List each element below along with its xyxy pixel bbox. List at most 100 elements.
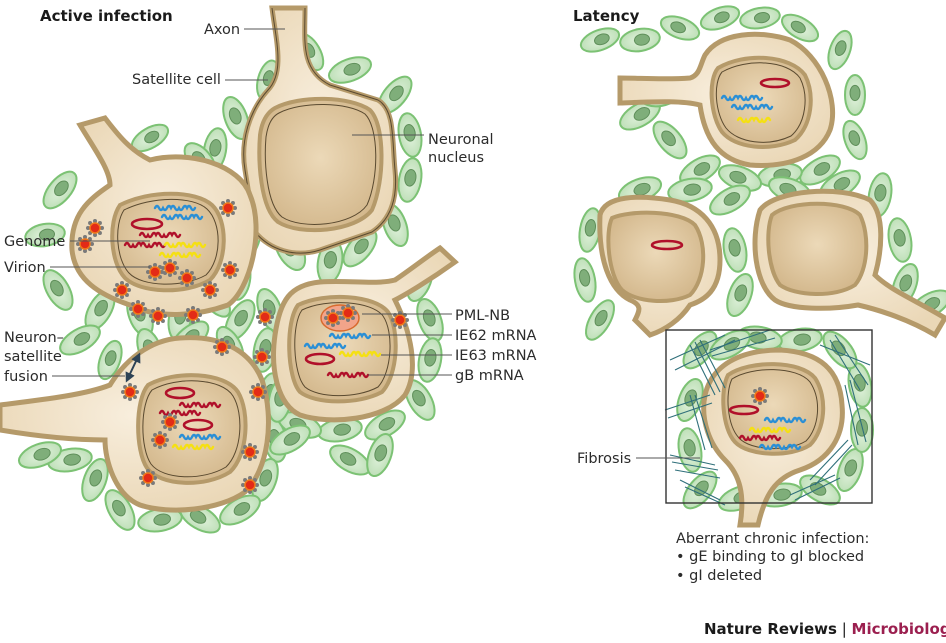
aberrant-item: • gI deleted xyxy=(676,568,762,584)
satellite-cell xyxy=(652,120,688,160)
fibrosis-fibre xyxy=(819,344,871,366)
satellite-cell xyxy=(42,269,74,311)
latent-neuron-middle-left xyxy=(597,194,723,338)
ie63-mrna xyxy=(171,443,215,451)
satellite-cell xyxy=(364,409,406,441)
virion xyxy=(139,469,157,487)
satellite-cell xyxy=(130,123,170,153)
satellite-cell xyxy=(822,330,858,370)
satellite-cell xyxy=(342,228,378,268)
virion xyxy=(184,306,202,324)
satellite-cell xyxy=(416,297,444,343)
ie62-mrna xyxy=(763,416,807,424)
fibrosis-fibre xyxy=(794,477,841,501)
genome-ring xyxy=(304,352,336,366)
ie63-mrna xyxy=(736,116,772,124)
satellite-cell xyxy=(366,432,394,478)
satellite-cell xyxy=(104,489,136,531)
gb-mrna xyxy=(158,409,202,417)
fibrosis-fibre xyxy=(809,439,849,481)
gb-mrna xyxy=(123,241,167,249)
ie62-mrna xyxy=(720,94,764,102)
satellite-cell xyxy=(709,184,751,216)
fibrosis-fibre xyxy=(829,339,861,391)
label-fusion-3: fusion xyxy=(4,369,48,385)
title-active-infection: Active infection xyxy=(40,7,173,25)
label-ie62-mrna: IE62 mRNA xyxy=(455,328,537,344)
satellite-cell xyxy=(59,324,101,356)
genome-ring xyxy=(728,404,760,416)
virion xyxy=(121,383,139,401)
satellite-cell xyxy=(699,5,741,31)
label-pml-nb: PML-NB xyxy=(455,308,510,324)
satellite-cell xyxy=(887,217,913,263)
virion xyxy=(201,281,219,299)
ie62-mrna xyxy=(758,443,802,451)
virion xyxy=(213,338,231,356)
label-neuronal-nucleus-2: nucleus xyxy=(428,150,484,166)
satellite-cell xyxy=(224,299,256,341)
title-latency: Latency xyxy=(573,7,640,25)
fibrosis-fibre xyxy=(849,379,867,443)
satellite-cell xyxy=(799,154,841,186)
ie62-mrna xyxy=(153,204,197,212)
satellite-cell xyxy=(84,289,116,331)
virion xyxy=(151,431,169,449)
satellite-cell xyxy=(836,447,864,493)
satellite-cell xyxy=(17,441,63,469)
fibrosis-fibre xyxy=(671,461,719,471)
aberrant-title: Aberrant chronic infection: xyxy=(676,531,869,547)
ie63-mrna xyxy=(748,426,792,434)
ie63-mrna xyxy=(163,241,207,249)
label-axon: Axon xyxy=(204,22,240,38)
virion xyxy=(86,219,104,237)
satellite-cell xyxy=(827,29,853,71)
label-fusion-2: satellite xyxy=(4,349,62,365)
virion xyxy=(129,300,147,318)
satellite-cell xyxy=(222,95,250,141)
gb-mrna xyxy=(138,231,182,239)
fibrosis-fibre xyxy=(667,402,713,419)
label-virion: Virion xyxy=(4,260,46,276)
footer-section: Microbiology xyxy=(852,620,946,638)
satellite-cell xyxy=(585,299,615,341)
virion xyxy=(178,269,196,287)
satellite-cell xyxy=(717,164,763,192)
footer-separator: | xyxy=(837,620,852,638)
virion xyxy=(339,304,357,322)
label-satellite-cell: Satellite cell xyxy=(132,72,221,88)
neuronal-nucleus xyxy=(257,96,384,233)
virion xyxy=(219,199,237,217)
virion xyxy=(241,476,259,494)
virion xyxy=(161,259,179,277)
satellite-cell xyxy=(850,407,874,453)
satellite-cell xyxy=(573,257,597,303)
fibrosis-fibre xyxy=(689,344,716,396)
satellite-cell xyxy=(81,457,109,503)
virion xyxy=(146,263,164,281)
genome-ring xyxy=(130,217,164,231)
virion xyxy=(149,307,167,325)
virion xyxy=(113,281,131,299)
ie63-mrna xyxy=(158,251,202,259)
ie62-mrna xyxy=(160,213,204,221)
label-fibrosis: Fibrosis xyxy=(577,451,631,467)
fibrosis-fibre xyxy=(709,329,771,351)
satellite-cell xyxy=(667,177,713,203)
ie62-mrna xyxy=(730,103,774,111)
fibrosis-fibre xyxy=(669,454,716,466)
latent-neuron-middle-right xyxy=(752,188,946,339)
satellite-cell xyxy=(722,227,748,273)
satellite-cell xyxy=(844,74,866,116)
satellite-cell xyxy=(726,272,754,318)
ie62-mrna xyxy=(178,433,222,441)
fibrosis-fibre xyxy=(711,337,776,357)
ie63-mrna xyxy=(338,350,382,358)
molecules xyxy=(123,77,807,451)
satellite-cell xyxy=(739,6,781,30)
label-neuronal-nucleus-1: Neuronal xyxy=(428,132,494,148)
fibrosis-fibre xyxy=(699,339,726,389)
chronic-infection-box xyxy=(665,329,873,504)
satellite-cell xyxy=(417,337,443,383)
